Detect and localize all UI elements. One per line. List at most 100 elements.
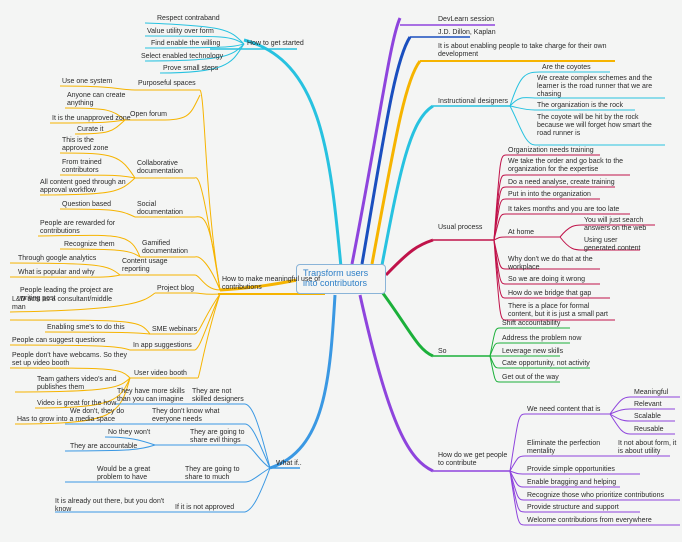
branch-devlearn [350, 17, 402, 265]
branch-so [380, 291, 434, 358]
node-simple-opportunities[interactable]: Provide simple opportunities [527, 466, 615, 473]
topic-how-to-get-started[interactable]: How to get started [247, 40, 304, 47]
node-cate-opportunity[interactable]: Cate opportunity, not activity [502, 360, 590, 367]
node-prove-small-steps[interactable]: Prove small steps [163, 65, 219, 72]
topic-meaningful-use[interactable]: How to make meaningful use of contributi… [222, 276, 321, 291]
node-we-dont-they-do[interactable]: We don't, they do [70, 408, 125, 415]
node-org-rock[interactable]: The organization is the rock [537, 102, 623, 109]
node-coyotes[interactable]: Are the coyotes [542, 64, 591, 71]
node-curate-it[interactable]: Curate it [77, 126, 104, 133]
node-shift-accountability[interactable]: Shift accountability [502, 320, 561, 327]
node-dont-know-needs[interactable]: They don't know what everyone needs [152, 408, 220, 423]
node-doing-wrong[interactable]: So we are doing it wrong [508, 276, 586, 283]
node-find-enable[interactable]: Find enable the willing [151, 40, 221, 47]
node-org-needs-training[interactable]: Organization needs training [508, 147, 594, 154]
node-approved-zone[interactable]: This is the approved zone [62, 137, 109, 152]
node-accountable[interactable]: They are accountable [70, 443, 138, 450]
node-google-analytics[interactable]: Through google analytics [18, 255, 97, 262]
node-video-great[interactable]: Video is great for the how [37, 400, 117, 407]
node-share-to-much[interactable]: They are going to share to much [185, 466, 240, 481]
node-authors[interactable]: J.D. Dillon, Kaplan [438, 29, 496, 36]
node-put-into-org[interactable]: Put in into the organization [508, 191, 591, 198]
branch-usual [384, 238, 434, 277]
node-why-not-workplace[interactable]: Why don't we do that at the workplace [508, 256, 593, 271]
node-user-video-booth[interactable]: User video booth [134, 370, 187, 377]
node-address-problem[interactable]: Address the problem now [502, 335, 582, 342]
node-use-one-system[interactable]: Use one system [62, 78, 113, 85]
node-content-usage-reporting[interactable]: Content usage reporting [122, 258, 168, 273]
node-perfection-mentality[interactable]: Eliminate the perfection mentality [527, 440, 601, 455]
node-bragging[interactable]: Enable bragging and helping [527, 479, 617, 486]
node-reusable[interactable]: Reusable [634, 426, 664, 433]
node-ld-consultant[interactable]: L&D acts as a consultant/middle man [12, 296, 112, 311]
node-media-space[interactable]: Has to grow into a media space [17, 416, 116, 423]
node-bridge-gap[interactable]: How do we bridge that gap [508, 290, 592, 297]
node-recognize[interactable]: Recognize those who prioritize contribut… [527, 492, 664, 499]
node-collaborative-documentation[interactable]: Collaborative documentation [137, 160, 183, 175]
branch-about [370, 60, 422, 265]
node-no-webcams[interactable]: People don't have webcams. So they set u… [12, 352, 127, 367]
node-formal-content[interactable]: There is a place for formal content, but… [508, 303, 608, 318]
node-utility[interactable]: It not about form, it is about utility [618, 440, 677, 455]
node-sme-webinars[interactable]: SME webinars [152, 326, 198, 333]
node-from-trained[interactable]: From trained contributors [62, 159, 102, 174]
node-take-order[interactable]: We take the order and go back to the org… [508, 158, 624, 173]
node-more-skills[interactable]: They have more skills than you can imagi… [117, 388, 185, 403]
node-get-out-of-way[interactable]: Get out of the way [502, 374, 559, 381]
topic-what-if[interactable]: What if.. [276, 460, 302, 467]
node-team-gathers[interactable]: Team gathers video's and publishes them [37, 376, 117, 391]
node-approval-workflow[interactable]: All content goed through an approval wor… [40, 179, 126, 194]
node-popular-why[interactable]: What is popular and why [18, 269, 95, 276]
node-select-technology[interactable]: Select enabled technology [141, 53, 224, 60]
node-scalable[interactable]: Scalable [634, 413, 661, 420]
node-welcome[interactable]: Welcome contributions from everywhere [527, 517, 652, 524]
node-need-analyse[interactable]: Do a need analyse, create training [508, 179, 615, 186]
node-search-web[interactable]: You will just search answers on the web [584, 217, 647, 232]
topic-so[interactable]: So [438, 348, 447, 355]
node-open-forum[interactable]: Open forum [130, 111, 167, 118]
node-enabling-smes[interactable]: Enabling sme's to do this [47, 324, 125, 331]
node-leverage-skills[interactable]: Leverage new skills [502, 348, 564, 355]
central-topic[interactable]: Transform users into contributors [296, 264, 386, 294]
node-anyone-can-create[interactable]: Anyone can create anything [67, 92, 126, 107]
branch-instr [380, 104, 434, 266]
branch-how [358, 294, 434, 473]
node-unapproved-zone[interactable]: It is the unapproved zone [52, 115, 131, 122]
node-user-generated[interactable]: Using user generated content [584, 237, 641, 252]
node-in-app-suggestions[interactable]: In app suggestions [133, 342, 192, 349]
node-about[interactable]: It is about enabling people to take char… [438, 43, 607, 58]
node-rewarded[interactable]: People are rewarded for contributions [40, 220, 116, 235]
topic-instructional-designers[interactable]: Instructional designers [438, 98, 509, 105]
node-purposeful-spaces[interactable]: Purposeful spaces [138, 80, 196, 87]
node-project-blog[interactable]: Project blog [157, 285, 194, 292]
node-people-leading[interactable]: People leading the project are writing p… [20, 287, 114, 302]
node-complex-schemes[interactable]: We create complex schemes and the learne… [537, 75, 653, 98]
node-already-out-there[interactable]: It is already out there, but you don't k… [55, 498, 165, 513]
branch-authors [360, 36, 412, 265]
node-not-skilled[interactable]: They are not skilled designers [192, 388, 244, 403]
node-relevant[interactable]: Relevant [634, 401, 662, 408]
branch-get-started [243, 38, 343, 268]
node-coyote-hit[interactable]: The coyote will be hit by the rock becau… [537, 114, 652, 137]
node-share-evil[interactable]: They are going to share evil things [190, 429, 245, 444]
node-question-based[interactable]: Question based [62, 201, 112, 208]
node-structure-support[interactable]: Provide structure and support [527, 504, 619, 511]
node-devlearn-session[interactable]: DevLearn session [438, 16, 495, 23]
node-takes-months[interactable]: It takes months and you are too late [508, 206, 620, 213]
node-gamified-documentation[interactable]: Gamified documentation [142, 240, 188, 255]
topic-how-contribute[interactable]: How do we get people to contribute [438, 452, 508, 467]
topic-at-home[interactable]: At home [508, 229, 535, 236]
node-meaningful[interactable]: Meaningful [634, 389, 669, 396]
node-recognize-them[interactable]: Recognize them [64, 241, 115, 248]
node-value-utility[interactable]: Value utility over form [147, 28, 214, 35]
node-social-documentation[interactable]: Social documentation [137, 201, 183, 216]
node-not-approved[interactable]: If it is not approved [175, 504, 235, 511]
branch-whatif [269, 294, 337, 470]
node-need-content[interactable]: We need content that is [527, 406, 601, 413]
node-no-they-wont[interactable]: No they won't [108, 429, 151, 436]
topic-usual-process[interactable]: Usual process [438, 224, 483, 231]
node-respect-contraband[interactable]: Respect contraband [157, 15, 220, 22]
node-great-problem[interactable]: Would be a great problem to have [97, 466, 151, 481]
node-suggest-questions[interactable]: People can suggest questions [12, 337, 106, 344]
